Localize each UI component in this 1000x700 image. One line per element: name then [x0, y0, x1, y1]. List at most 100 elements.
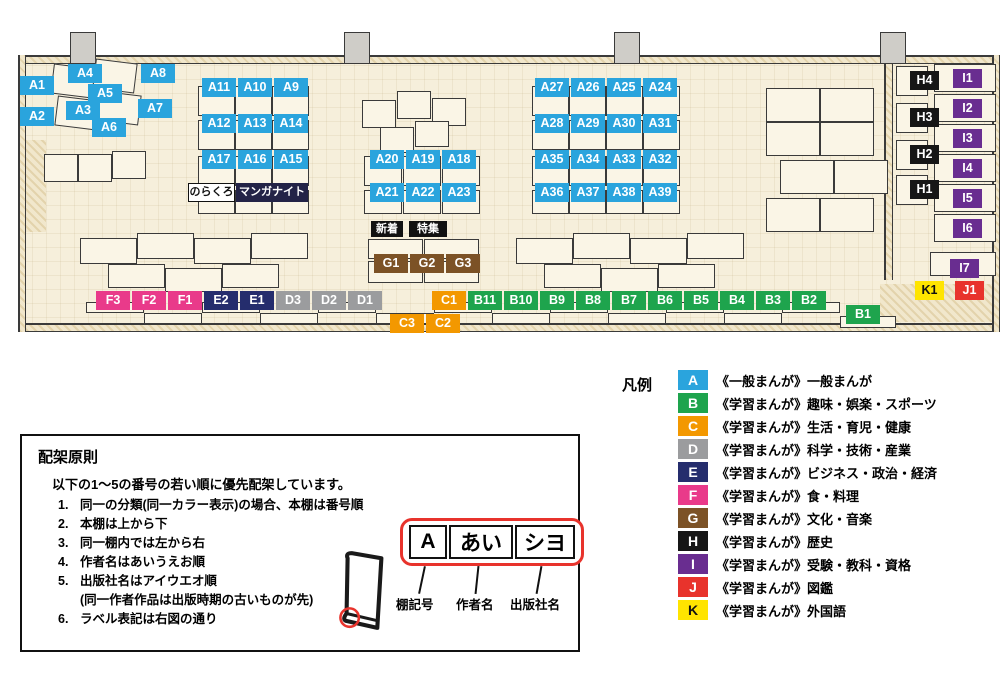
pillar	[70, 32, 96, 64]
legend-label: 《学習まんが》図鑑	[716, 580, 834, 596]
label-author-name: あい	[449, 525, 513, 559]
shelf-label-h4: H4	[910, 71, 939, 90]
shelf-unit	[380, 127, 414, 153]
principles-title: 配架原則	[38, 449, 99, 466]
shelf-label-d3: D3	[276, 291, 310, 310]
shelf-label-a20: A20	[370, 150, 404, 169]
wall	[18, 323, 1000, 332]
shelf-unit	[260, 313, 318, 324]
area-label-manga-night: マンガナイト	[236, 183, 308, 202]
shelf-label-i5: I5	[953, 189, 982, 208]
shelf-label-a28: A28	[535, 114, 569, 133]
shelf-unit	[820, 122, 874, 156]
legend-chip-h: H	[678, 531, 708, 551]
shelf-label-a26: A26	[571, 78, 605, 97]
shelf-unit	[432, 98, 466, 126]
legend-label: 《学習まんが》受験・教科・資格	[716, 557, 912, 573]
wall	[18, 55, 1000, 64]
shelf-label-h3: H3	[910, 108, 939, 127]
shelf-label-a11: A11	[202, 78, 236, 97]
shelf-unit	[112, 151, 146, 179]
legend-label: 《学習まんが》科学・技術・産業	[716, 442, 912, 458]
shelf-label-c2: C2	[426, 314, 460, 333]
shelf-label-b7: B7	[612, 291, 646, 310]
shelf-label-k1: K1	[915, 281, 944, 300]
legend-item-d: D《学習まんが》科学・技術・産業	[678, 439, 996, 459]
shelf-unit	[687, 233, 744, 259]
shelf-label-a31: A31	[643, 114, 677, 133]
shelf-unit	[724, 313, 782, 324]
book-spine-icon	[339, 551, 384, 630]
shelf-label-f1: F1	[168, 291, 202, 310]
label-publisher-name: シヨ	[515, 525, 575, 559]
legend-label: 《学習まんが》文化・音楽	[716, 511, 873, 527]
caption-author: 作者名	[456, 598, 494, 612]
shelf-label-c1: C1	[432, 291, 466, 310]
legend-item-j: J《学習まんが》図鑑	[678, 577, 996, 597]
principle-item: 3.同一棚内では左から右	[58, 534, 363, 553]
shelf-label-b3: B3	[756, 291, 790, 310]
principle-item: 5.出版社名はアイウエオ順	[58, 572, 363, 591]
legend-label: 《学習まんが》趣味・娯楽・スポーツ	[716, 396, 937, 412]
pillar	[614, 32, 640, 64]
shelf-label-a35: A35	[535, 150, 569, 169]
shelf-unit	[222, 264, 279, 288]
principle-item: 4. 作者名はあいうえお順	[58, 553, 363, 572]
shelf-label-d1: D1	[348, 291, 382, 310]
legend-item-i: I《学習まんが》受験・教科・資格	[678, 554, 996, 574]
principle-note: (同一作者作品は出版時期の古いものが先)	[58, 591, 363, 610]
shelf-unit	[630, 238, 687, 264]
legend-chip-e: E	[678, 462, 708, 482]
legend-label: 《学習まんが》歴史	[716, 534, 834, 550]
principle-number: 2.	[58, 517, 69, 531]
shelf-unit	[780, 160, 834, 194]
shelf-label-a37: A37	[571, 183, 605, 202]
shelf-label-i6: I6	[953, 219, 982, 238]
shelf-label-a38: A38	[607, 183, 641, 202]
shelf-unit	[820, 88, 874, 122]
shelf-unit	[144, 313, 202, 324]
shelf-unit	[766, 88, 820, 122]
shelf-label-a3: A3	[66, 101, 100, 120]
caption-shelf-code: 棚記号	[396, 598, 434, 612]
principle-note-indent	[58, 591, 80, 610]
principle-note-text: (同一作者作品は出版時期の古いものが先)	[80, 593, 314, 607]
principle-number: 6.	[58, 612, 69, 626]
shelf-label-a30: A30	[607, 114, 641, 133]
legend-item-h: H 《学習まんが》歴史	[678, 531, 996, 551]
principle-text: 同一棚内では左から右	[80, 536, 206, 550]
shelf-label-a4: A4	[68, 64, 102, 83]
legend-label: 《学習まんが》食・料理	[716, 488, 860, 504]
shelf-unit	[251, 233, 308, 259]
shelf-unit	[397, 91, 431, 119]
pillar	[880, 32, 906, 64]
shelf-unit	[108, 264, 165, 288]
principle-item: 2.本棚は上から下	[58, 515, 363, 534]
label-shelf-code: A	[409, 525, 447, 559]
principle-text: 作者名はあいうえお順	[80, 555, 206, 569]
shelf-label-a10: A10	[238, 78, 272, 97]
legend-item-f: F《学習まんが》食・料理	[678, 485, 996, 505]
pillar	[344, 32, 370, 64]
legend-item-g: G《学習まんが》文化・音楽	[678, 508, 996, 528]
principle-number: 4.	[58, 555, 69, 569]
shelf-label-a6: A6	[92, 118, 126, 137]
shelf-label-a14: A14	[274, 114, 308, 133]
shelf-unit	[44, 154, 78, 182]
pointer-line	[535, 566, 543, 594]
shelf-label-b11: B11	[468, 291, 502, 310]
shelf-label-a34: A34	[571, 150, 605, 169]
shelf-label-a24: A24	[643, 78, 677, 97]
shelf-label-b1: B1	[846, 305, 880, 324]
legend-chip-b: B	[678, 393, 708, 413]
pointer-line	[474, 565, 480, 595]
principle-text: 同一の分類(同一カラー表示)の場合、本棚は番号順	[80, 498, 364, 512]
legend-item-a: A《一般まんが》一般まんが	[678, 370, 996, 390]
shelf-label-j1: J1	[955, 281, 984, 300]
shelf-label-h1: H1	[910, 180, 939, 199]
principle-number: 1.	[58, 498, 69, 512]
shelf-label-a39: A39	[643, 183, 677, 202]
shelf-label-a13: A13	[238, 114, 272, 133]
spine-label-example: A あい シヨ	[400, 518, 584, 566]
shelf-label-g3: G3	[446, 254, 480, 273]
